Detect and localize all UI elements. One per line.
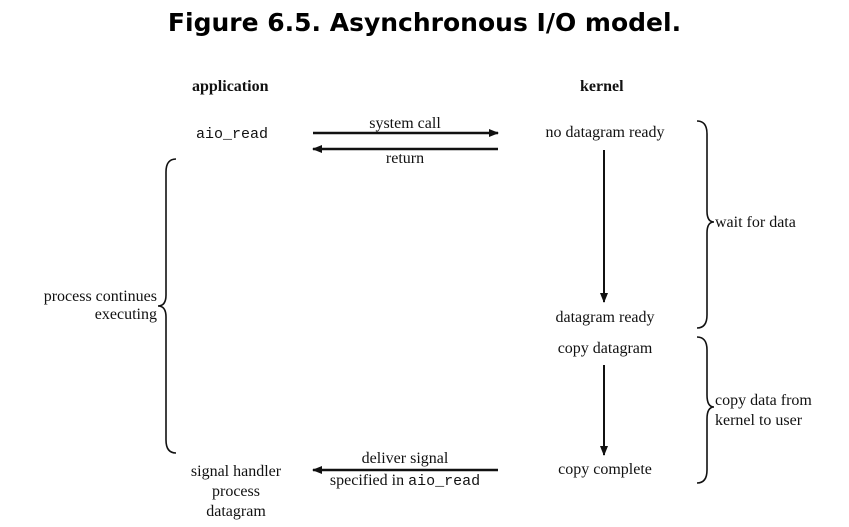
process-continues-brace — [157, 158, 177, 454]
process-continues-line2: executing — [94, 306, 157, 323]
signal-handler-label: signal handler process datagram — [176, 462, 296, 522]
figure-title: Figure 6.5. Asynchronous I/O model. — [167, 8, 682, 37]
system-call-label: system call — [369, 115, 441, 132]
specified-in-text: specified in — [329, 472, 405, 489]
application-column-header: application — [192, 78, 269, 95]
deliver-signal-label: deliver signal — [361, 450, 449, 467]
signal-handler-line1: signal handler — [190, 463, 282, 480]
aio-read-call-label: aio_read — [196, 126, 269, 143]
wait-for-data-brace — [696, 120, 715, 329]
signal-handler-line2: process — [212, 483, 260, 500]
copy-datagram-label: copy datagram — [557, 340, 653, 357]
datagram-ready-label: datagram ready — [555, 309, 655, 326]
specified-in-label: specified in aio_read — [312, 472, 498, 490]
process-continues-label: process continues executing — [22, 288, 157, 324]
no-datagram-ready-label: no datagram ready — [545, 124, 665, 141]
copy-data-brace — [696, 336, 715, 484]
copy-data-label: copy data from kernel to user — [715, 391, 812, 431]
copy-data-line2: kernel to user — [715, 412, 803, 429]
signal-handler-line3: datagram — [206, 503, 266, 520]
wait-for-data-label: wait for data — [715, 214, 796, 231]
specified-in-code: aio_read — [408, 473, 481, 490]
copy-complete-label: copy complete — [558, 461, 652, 478]
copy-data-line1: copy data from — [715, 392, 812, 409]
process-continues-line1: process continues — [43, 288, 157, 305]
return-label: return — [385, 150, 425, 167]
kernel-column-header: kernel — [580, 78, 624, 95]
